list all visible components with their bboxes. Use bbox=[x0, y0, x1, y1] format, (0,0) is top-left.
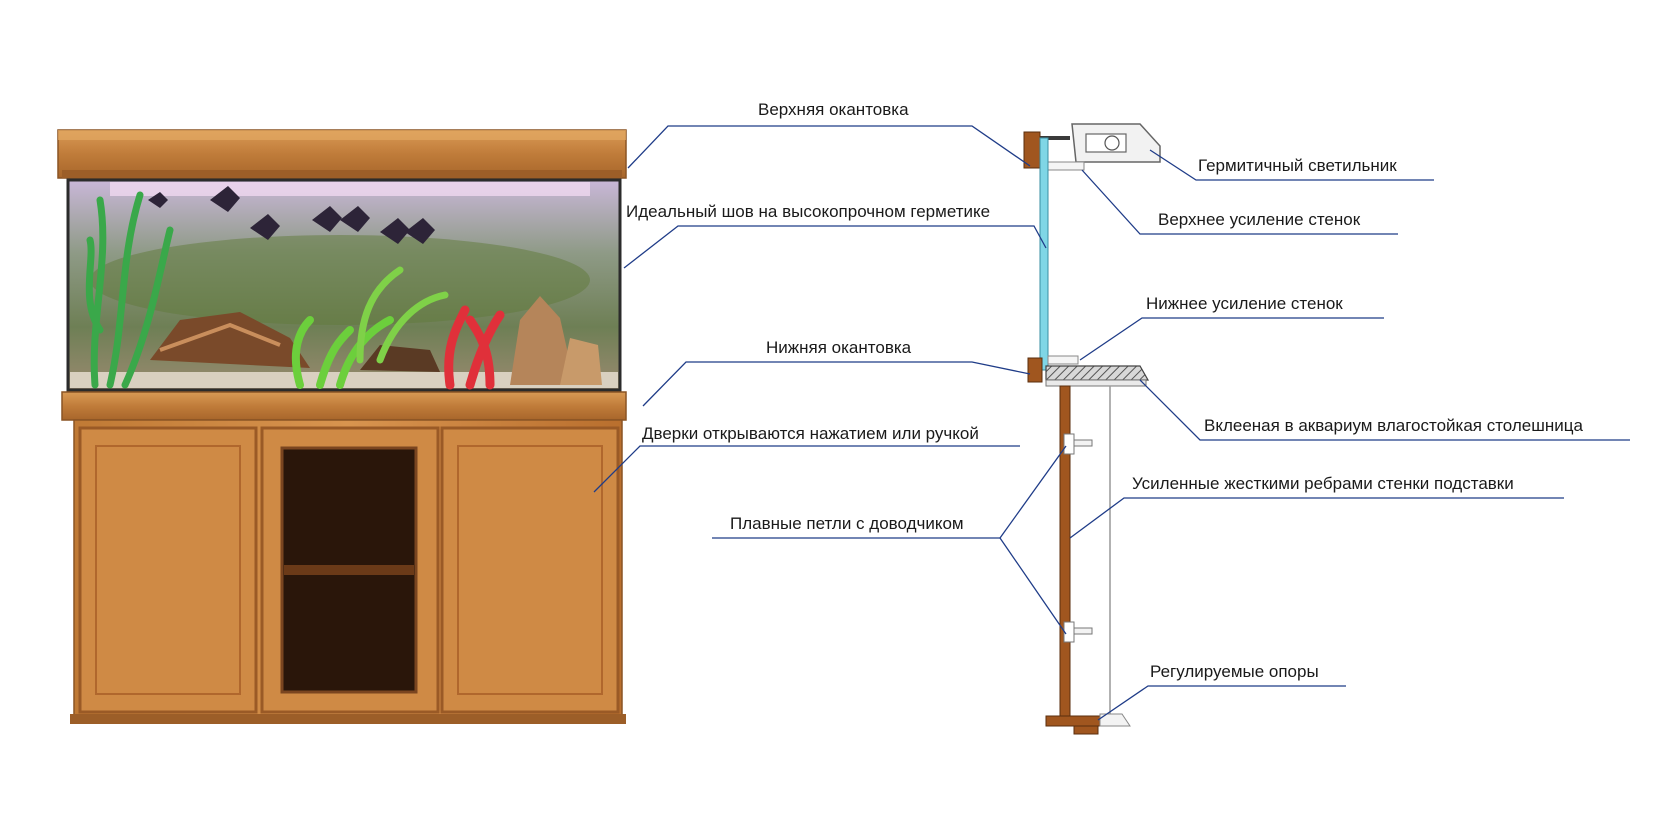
label-glued-tabletop: Вклееная в аквариум влагостойкая столешн… bbox=[1204, 416, 1583, 436]
stand-base bbox=[1046, 716, 1106, 726]
cross-section bbox=[1024, 124, 1160, 734]
hinge-top bbox=[1064, 434, 1092, 454]
label-upper-reinforcement: Верхнее усиление стенок bbox=[1158, 210, 1360, 230]
label-lower-reinforcement: Нижнее усиление стенок bbox=[1146, 294, 1343, 314]
aquarium-illustration bbox=[58, 130, 626, 724]
leader-top-trim bbox=[628, 126, 1030, 168]
leader-lower-reinforcement bbox=[1080, 318, 1384, 360]
section-top-trim bbox=[1024, 132, 1040, 168]
leader-adjustable-feet bbox=[1098, 686, 1346, 720]
section-bottom-trim bbox=[1028, 358, 1042, 382]
label-bottom-trim: Нижняя окантовка bbox=[766, 338, 911, 358]
bottom-trim bbox=[62, 392, 626, 420]
cabinet bbox=[70, 420, 626, 724]
cabinet-door-right bbox=[442, 428, 618, 712]
glass-wall bbox=[1040, 138, 1048, 370]
label-sealed-lamp: Гермитичный светильник bbox=[1198, 156, 1397, 176]
label-adjustable-feet: Регулируемые опоры bbox=[1150, 662, 1319, 682]
label-ideal-seam: Идеальный шов на высокопрочном герметике bbox=[626, 202, 990, 222]
label-hinges: Плавные петли с доводчиком bbox=[730, 514, 964, 534]
tabletop bbox=[1046, 366, 1148, 380]
leader-reinforced-walls bbox=[1070, 498, 1564, 538]
label-top-trim: Верхняя окантовка bbox=[758, 100, 909, 120]
label-doors: Дверки открываются нажатием или ручкой bbox=[642, 424, 979, 444]
label-reinforced-walls: Усиленные жесткими ребрами стенки подста… bbox=[1132, 474, 1514, 494]
hinge-bottom bbox=[1064, 622, 1092, 642]
leader-doors bbox=[594, 446, 1020, 492]
leader-bottom-trim bbox=[643, 362, 1030, 406]
cabinet-door-left bbox=[80, 428, 256, 712]
leader-ideal-seam bbox=[624, 226, 1046, 268]
